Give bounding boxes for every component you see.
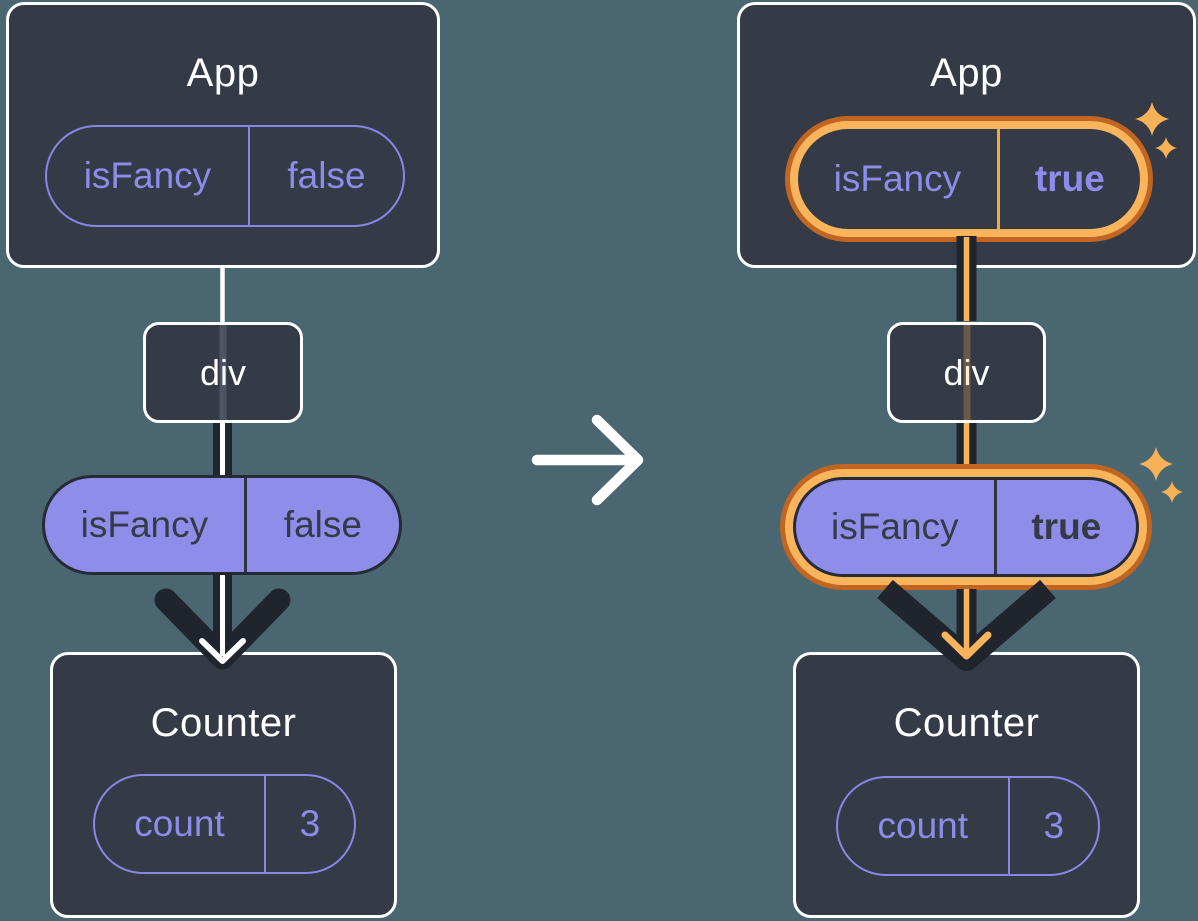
down-arrow-icon	[154, 573, 291, 670]
prop-pill-left: isFancy false	[42, 475, 402, 575]
component-title: Counter	[893, 701, 1040, 745]
pill-value: true	[1031, 506, 1102, 547]
highlight-ring: isFancy true	[780, 464, 1152, 590]
pill-name: count	[95, 776, 266, 872]
html-node-div-right: div	[887, 322, 1046, 423]
pill-name: isFancy	[45, 478, 247, 572]
pill-value: false	[283, 504, 362, 545]
pill-value: false	[287, 155, 366, 196]
div-label: div	[199, 351, 247, 393]
counter-card-left: Counter count 3	[50, 652, 397, 918]
pill-name: isFancy	[47, 127, 250, 225]
down-arrow-icon	[877, 579, 1056, 671]
prop-pill-right: isFancy true	[793, 477, 1139, 577]
connector-showthrough	[963, 325, 970, 420]
prop-pill-app-left: isFancy false	[45, 125, 405, 227]
prop-pill-app-right: isFancy true	[798, 129, 1140, 229]
html-node-div-left: div	[143, 322, 303, 423]
counter-card-right: Counter count 3	[793, 652, 1140, 918]
right-arrow-icon	[531, 414, 644, 506]
state-pill-left: count 3	[93, 774, 356, 874]
state-pill-right: count 3	[836, 776, 1100, 876]
pill-value: 3	[299, 803, 321, 844]
sparkles-icon	[1139, 447, 1183, 503]
component-title: Counter	[150, 701, 297, 745]
connector-showthrough	[219, 325, 227, 420]
pill-name: count	[838, 778, 1010, 874]
pill-name: isFancy	[796, 480, 997, 574]
pill-value: true	[1034, 158, 1105, 199]
component-title: App	[186, 51, 260, 95]
highlight-ring: isFancy true	[785, 116, 1153, 242]
app-card-left: App isFancy false	[6, 2, 440, 268]
pill-value: 3	[1043, 805, 1065, 846]
pill-name: isFancy	[798, 129, 1000, 229]
app-card-right: App isFancy true	[737, 2, 1196, 268]
component-title: App	[930, 51, 1003, 95]
div-label: div	[943, 351, 990, 393]
